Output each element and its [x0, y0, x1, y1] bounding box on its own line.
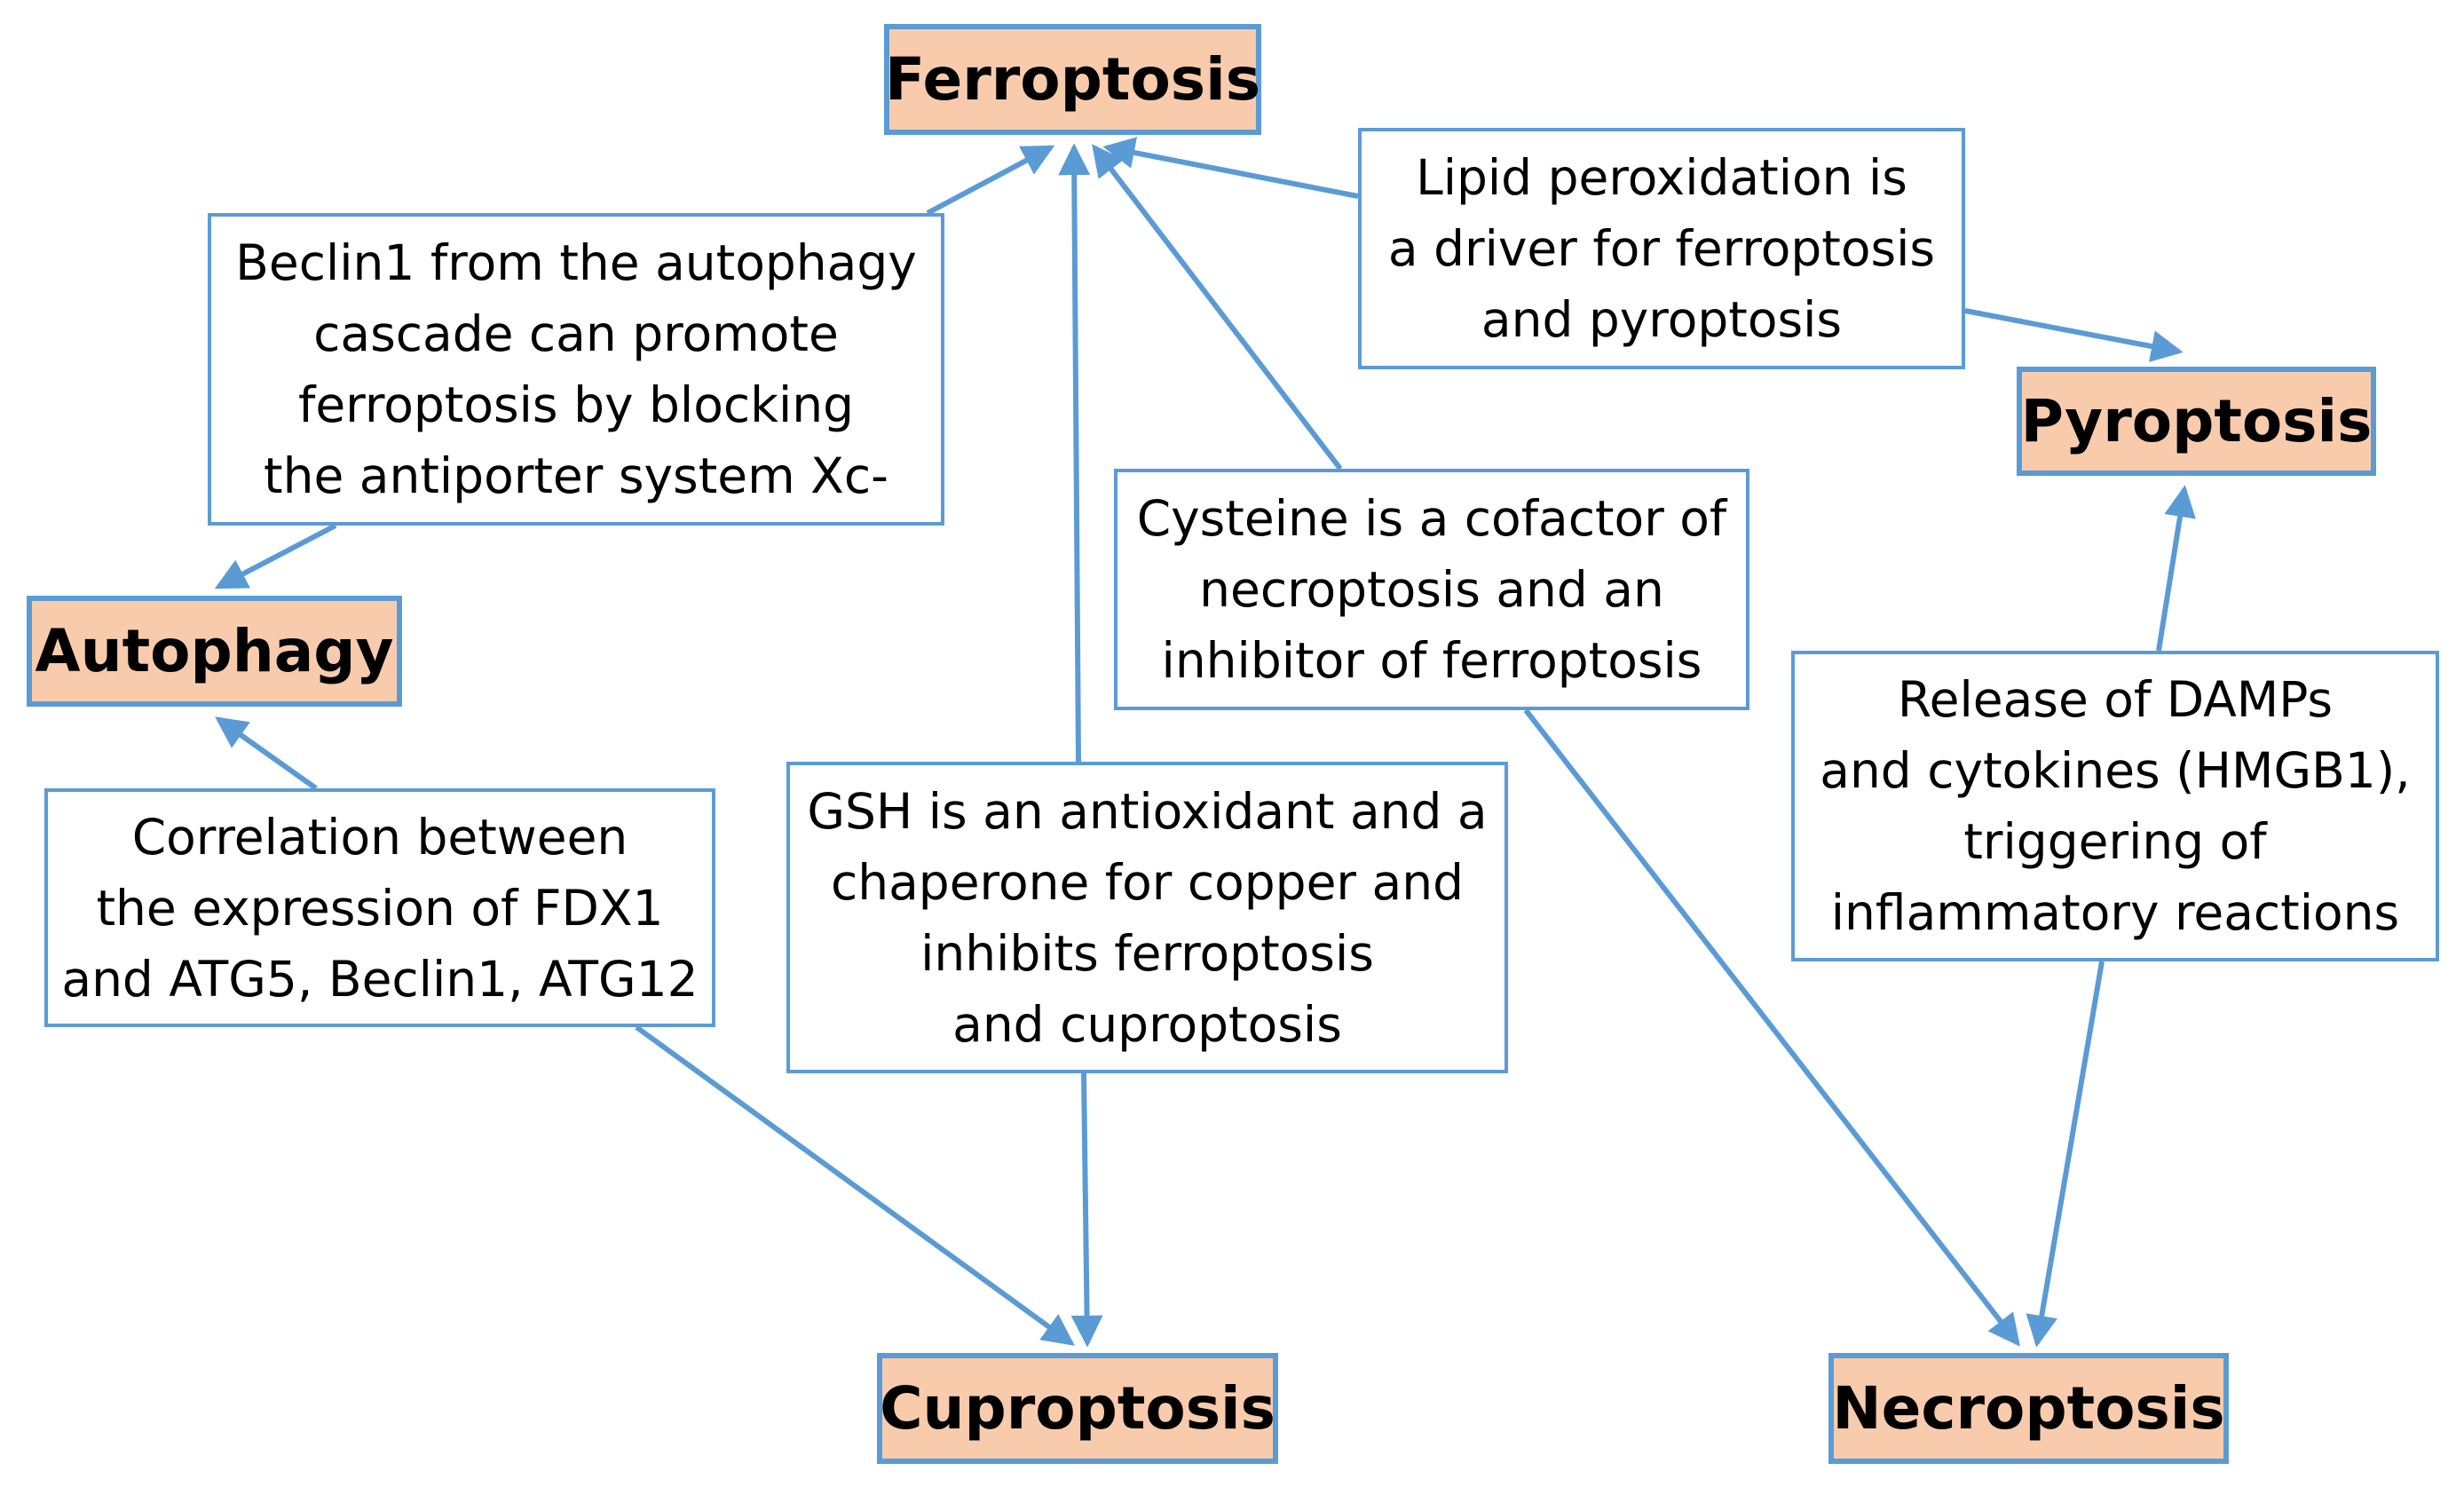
arrow-beclin1-to-autophagy	[214, 523, 337, 589]
node-autophagy: Autophagy	[27, 596, 402, 707]
note-lipid-line: and pyroptosis	[1481, 291, 1843, 348]
note-gsh-line: GSH is an antioxidant and a	[807, 782, 1488, 840]
node-pyroptosis: Pyroptosis	[2017, 367, 2376, 476]
note-beclin1-line: the antiporter system Xc-	[264, 447, 888, 504]
arrow-beclin1-to-ferroptosis	[926, 145, 1055, 216]
note-cysteine-line: Cysteine is a cofactor of	[1136, 490, 1727, 547]
arrow-damps-to-pyroptosis	[2156, 485, 2196, 652]
note-gsh-line: chaperone for copper and	[830, 853, 1464, 911]
note-damps-line: Release of DAMPs	[1897, 671, 2334, 728]
note-gsh: GSH is an antioxidant and a chaperone fo…	[786, 762, 1508, 1073]
note-damps-line: and cytokines (HMGB1),	[1820, 742, 2411, 799]
note-cysteine-line: inhibitor of ferroptosis	[1161, 632, 1702, 689]
node-ferroptosis: Ferroptosis	[884, 24, 1261, 135]
arrow-damps-to-necroptosis	[2026, 961, 2105, 1348]
note-cysteine-line: necroptosis and an	[1199, 561, 1664, 618]
arrow-correlation-to-cuproptosis	[635, 1024, 1075, 1346]
note-cysteine: Cysteine is a cofactor of necroptosis an…	[1114, 469, 1749, 710]
note-gsh-line: and cuproptosis	[952, 995, 1342, 1053]
arrow-lipid-to-ferroptosis	[1102, 137, 1359, 199]
note-correlation: Correlation between the expression of FD…	[44, 788, 715, 1027]
arrow-gsh-to-ferroptosis	[1058, 143, 1091, 763]
arrow-lipid-to-pyroptosis	[1964, 308, 2184, 362]
note-correlation-line: Correlation between	[131, 808, 628, 866]
note-lipid-peroxidation: Lipid peroxidation is a driver for ferro…	[1358, 128, 1965, 369]
note-beclin1-line: cascade can promote	[313, 305, 839, 362]
note-damps-line: triggering of	[1963, 813, 2267, 870]
note-beclin1-line: Beclin1 from the autophagy	[235, 234, 917, 291]
note-correlation-line: and ATG5, Beclin1, ATG12	[61, 950, 699, 1008]
note-lipid-line: Lipid peroxidation is	[1416, 149, 1907, 206]
note-beclin1-line: ferroptosis by blocking	[297, 376, 854, 433]
arrow-cysteine-to-ferroptosis	[1092, 144, 1343, 471]
node-cuproptosis: Cuproptosis	[877, 1353, 1278, 1464]
note-damps-line: inflammatory reactions	[1830, 884, 2400, 941]
note-lipid-line: a driver for ferroptosis	[1387, 220, 1936, 277]
arrow-correlation-to-autophagy	[215, 716, 318, 791]
node-necroptosis: Necroptosis	[1828, 1353, 2229, 1464]
arrow-cysteine-to-necroptosis	[1523, 708, 2020, 1347]
note-gsh-line: inhibits ferroptosis	[920, 924, 1374, 982]
arrow-gsh-to-cuproptosis	[1070, 1072, 1103, 1348]
note-damps: Release of DAMPs and cytokines (HMGB1), …	[1791, 651, 2439, 961]
note-beclin1: Beclin1 from the autophagy cascade can p…	[208, 213, 944, 526]
note-correlation-line: the expression of FDX1	[96, 879, 664, 937]
